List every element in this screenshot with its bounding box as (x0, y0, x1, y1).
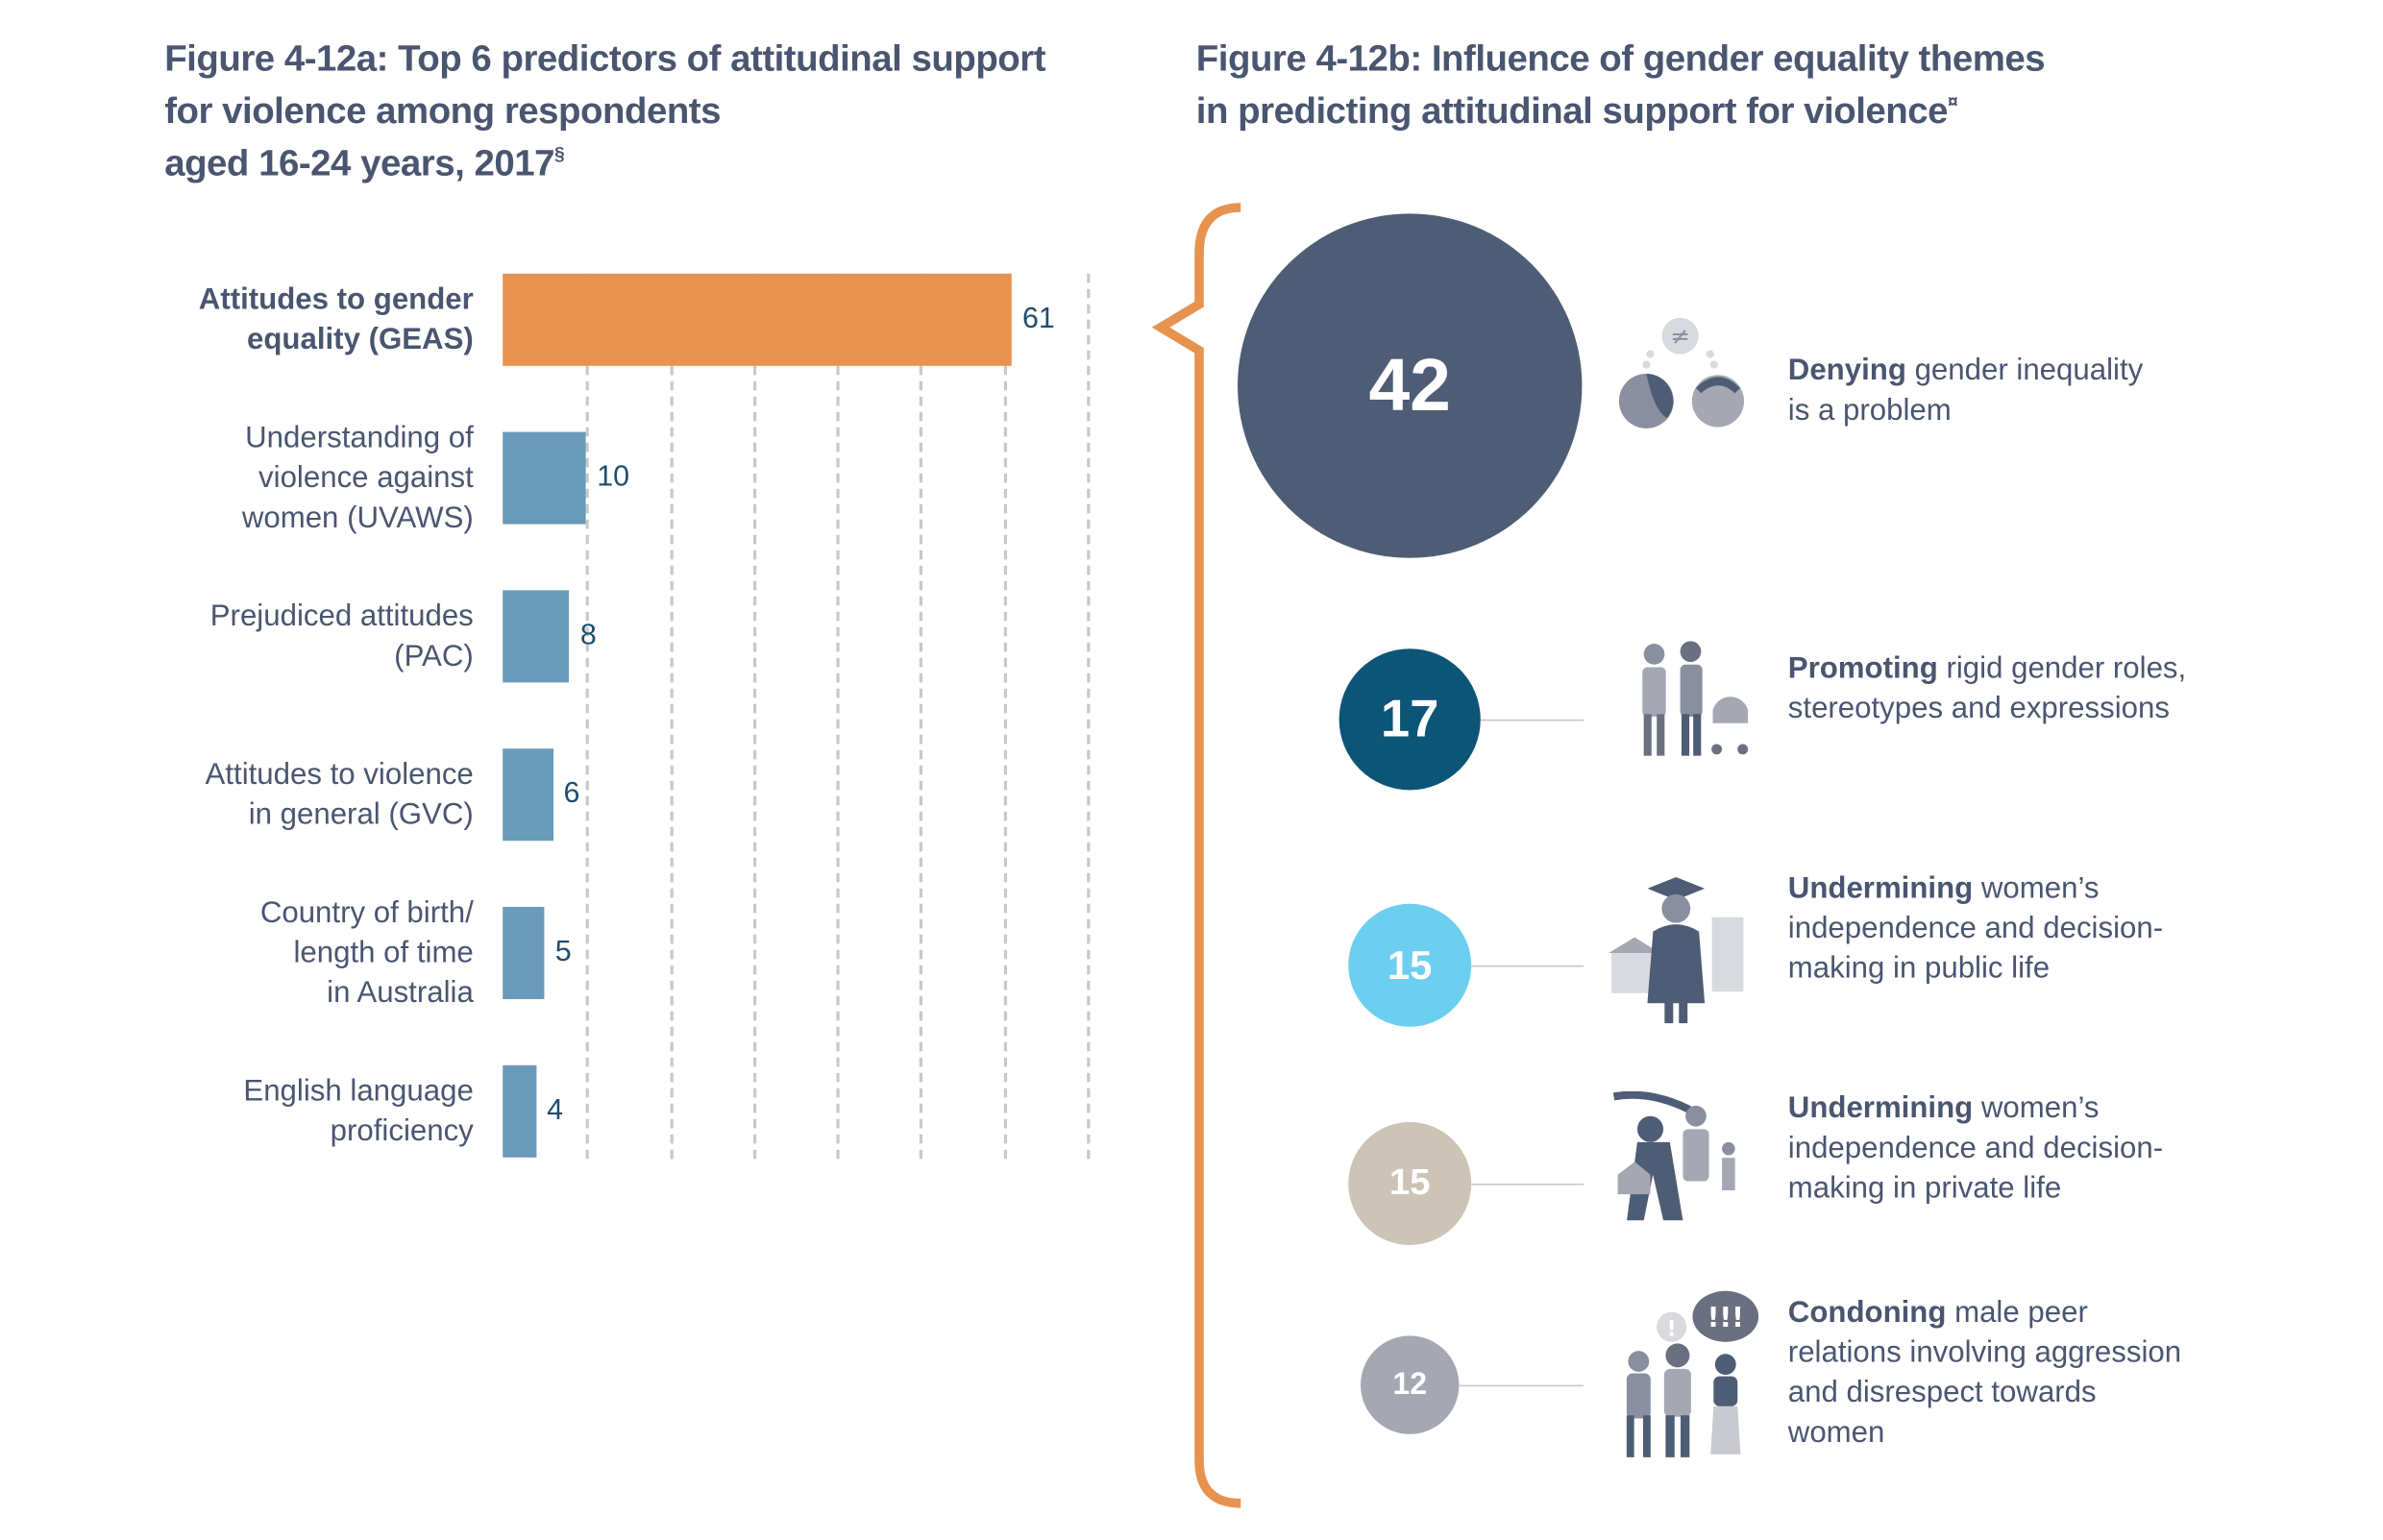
svg-text:!!!: !!! (1707, 1302, 1744, 1333)
theme-description: gender inequality is a problem (1787, 354, 2144, 428)
theme-bubble: 15 (1348, 903, 1472, 1027)
category-label: Prejudiced attitudes(PAC) (209, 599, 474, 673)
bar (503, 907, 545, 999)
graduate-woman-icon (1609, 876, 1744, 1024)
theme-description: male peer relations involving aggression… (1787, 1295, 2182, 1450)
theme-keyword: Undermining (1787, 871, 1974, 906)
theme-description: rigid gender roles, stereotypes and expr… (1787, 651, 2187, 726)
figure-b-title: Figure 4-12b: Influence of gender equali… (1196, 34, 2180, 138)
svg-text:!: ! (1667, 1318, 1677, 1342)
theme-bubble: 42 (1238, 213, 1583, 558)
gridline (920, 273, 923, 1160)
connector-line (1459, 1384, 1584, 1387)
gridline (836, 273, 840, 1160)
theme-description: women’s independence and decision-making… (1787, 871, 2164, 986)
footnote-mark: ¤ (1948, 90, 1958, 112)
theme-keyword: Denying (1787, 354, 1906, 388)
gridline (1003, 273, 1007, 1160)
bar (503, 748, 553, 842)
theme-label: Denying gender inequality is a problem (1788, 351, 2157, 430)
gridline (1086, 273, 1091, 1160)
connector-line (1471, 965, 1584, 967)
bar (503, 273, 1012, 366)
title-line: Figure 4-12a: Top 6 predictors of attitu… (164, 38, 1046, 81)
theme-label: Promoting rigid gender roles, stereotype… (1788, 648, 2188, 728)
bar-value-label: 5 (554, 936, 572, 968)
unequal-heads-icon: ≠ (1618, 317, 1745, 428)
connector-line (1471, 1184, 1584, 1186)
family-roles-icon (1642, 641, 1749, 756)
footnote-mark: § (553, 142, 565, 165)
theme-keyword: Promoting (1787, 651, 1938, 686)
bar (503, 590, 570, 683)
theme-label: Undermining women’s independence and dec… (1788, 868, 2188, 989)
bar (503, 1064, 536, 1158)
theme-keyword: Undermining (1787, 1091, 1974, 1126)
bar (503, 431, 586, 525)
figure-a-title: Figure 4-12a: Top 6 predictors of attitu… (164, 34, 1148, 190)
gridline (752, 273, 756, 1160)
theme-description: women’s independence and decision-making… (1787, 1091, 2164, 1206)
theme-keyword: Condoning (1787, 1295, 1947, 1330)
peer-group-icon: !!!! (1626, 1290, 1759, 1457)
theme-label: Condoning male peer relations involving … (1788, 1293, 2188, 1453)
theme-label: Undermining women’s independence and dec… (1788, 1088, 2188, 1209)
title-line: for violence among respondents (164, 90, 721, 133)
title-line: in predicting attitudinal support for vi… (1195, 90, 1949, 133)
bar-value-label: 61 (1022, 303, 1055, 335)
bar-value-label: 8 (579, 619, 597, 652)
svg-text:≠: ≠ (1670, 322, 1689, 350)
brace (1151, 203, 1241, 1508)
title-line: Figure 4-12b: Influence of gender equali… (1195, 38, 2046, 81)
bar-value-label: 10 (597, 461, 630, 494)
theme-bubble: 12 (1361, 1335, 1460, 1434)
bar-value-label: 6 (563, 777, 580, 811)
title-line: aged 16-24 years, 2017 (164, 142, 554, 184)
gridline (669, 273, 674, 1160)
bar-value-label: 4 (547, 1094, 564, 1127)
connector-line (1480, 719, 1584, 721)
theme-bubble: 15 (1348, 1122, 1472, 1245)
theme-bubble: 17 (1339, 648, 1481, 791)
gridline (586, 273, 590, 1160)
woman-home-icon (1612, 1091, 1735, 1221)
